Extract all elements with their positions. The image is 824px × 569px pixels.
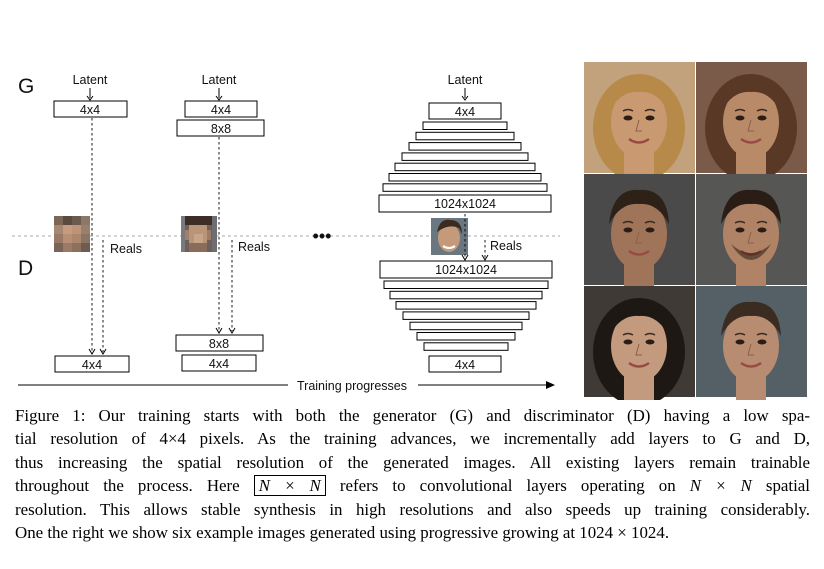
- g-layer-box: [416, 132, 514, 140]
- generated-face-image: [584, 62, 695, 182]
- generated-face-image: [696, 62, 807, 182]
- d-layer-stack: [384, 281, 548, 350]
- d-layer-box: [396, 302, 536, 310]
- latent-label: Latent: [73, 73, 108, 87]
- stage-2: Latent 4x4 8x8 Reals 8x8 4x4: [176, 73, 270, 371]
- caption-line: tial resolution of 4×4 pixels. As the tr…: [15, 427, 810, 450]
- low-res-sample-4x4: [54, 216, 90, 252]
- training-progress-arrow: Training progresses: [18, 379, 555, 393]
- caption-line: throughout the process. Here N × N refer…: [15, 474, 810, 497]
- caption-text: throughout the process. Here: [15, 476, 240, 495]
- stage-1: Latent 4x4 Reals 4x4: [54, 73, 142, 372]
- layer-box-notation: N × N: [254, 475, 326, 496]
- reals-label: Reals: [490, 239, 522, 253]
- d-layer-label: 4x4: [209, 357, 229, 371]
- g-layer-box: [409, 143, 521, 151]
- progressive-growing-figure: G D Latent 4x4 Reals 4x4 Latent 4x4 8x8: [0, 0, 824, 400]
- arrow-head-icon: [546, 381, 555, 389]
- g-layer-label: 4x4: [211, 103, 231, 117]
- caption-line: One the right we show six example images…: [15, 521, 810, 544]
- d-layer-label: 8x8: [209, 337, 229, 351]
- d-layer-label: 1024x1024: [435, 263, 497, 277]
- ellipsis: •••: [313, 226, 332, 246]
- g-layer-box: [395, 163, 535, 171]
- g-layer-label: 4x4: [455, 105, 475, 119]
- g-layer-stack: [383, 122, 547, 191]
- discriminator-label: D: [18, 257, 33, 280]
- generated-face-image: [584, 174, 695, 292]
- low-res-sample-8x8: [181, 216, 217, 252]
- g-layer-label: 1024x1024: [434, 197, 496, 211]
- training-progresses-label: Training progresses: [297, 379, 407, 393]
- generated-face-image: [584, 286, 695, 400]
- real-image-sample: [431, 218, 468, 255]
- latent-label: Latent: [448, 73, 483, 87]
- d-layer-box: [403, 312, 529, 320]
- caption-line: thus increasing the spatial resolution o…: [15, 451, 810, 474]
- reals-label: Reals: [238, 240, 270, 254]
- reals-label: Reals: [110, 242, 142, 256]
- generated-face-image: [696, 174, 807, 292]
- caption-line: Figure 1: Our training starts with both …: [15, 404, 810, 427]
- stage-final: Latent 4x4 1024x1024 Reals 1024x1024 4x4: [379, 73, 552, 372]
- generator-label: G: [18, 75, 34, 98]
- d-layer-box: [417, 333, 515, 341]
- g-layer-box: [383, 184, 547, 192]
- generated-face-image: [696, 286, 807, 400]
- g-layer-label: 8x8: [211, 122, 231, 136]
- d-layer-box: [390, 291, 542, 299]
- g-layer-box: [389, 174, 541, 182]
- g-layer-label: 4x4: [80, 103, 100, 117]
- figure-caption: Figure 1: Our training starts with both …: [15, 404, 810, 544]
- g-layer-box: [402, 153, 528, 161]
- caption-math: N × N: [690, 476, 752, 495]
- d-layer-label: 4x4: [82, 358, 102, 372]
- d-layer-label: 4x4: [455, 358, 475, 372]
- caption-line: resolution. This allows stable synthesis…: [15, 498, 810, 521]
- g-layer-box: [423, 122, 507, 130]
- generated-faces-grid: [584, 62, 807, 400]
- latent-label: Latent: [202, 73, 237, 87]
- caption-text: refers to convolutional layers operating…: [340, 476, 676, 495]
- caption-text: spatial: [766, 476, 810, 495]
- d-layer-box: [384, 281, 548, 289]
- d-layer-box: [410, 322, 522, 330]
- d-layer-box: [424, 343, 508, 351]
